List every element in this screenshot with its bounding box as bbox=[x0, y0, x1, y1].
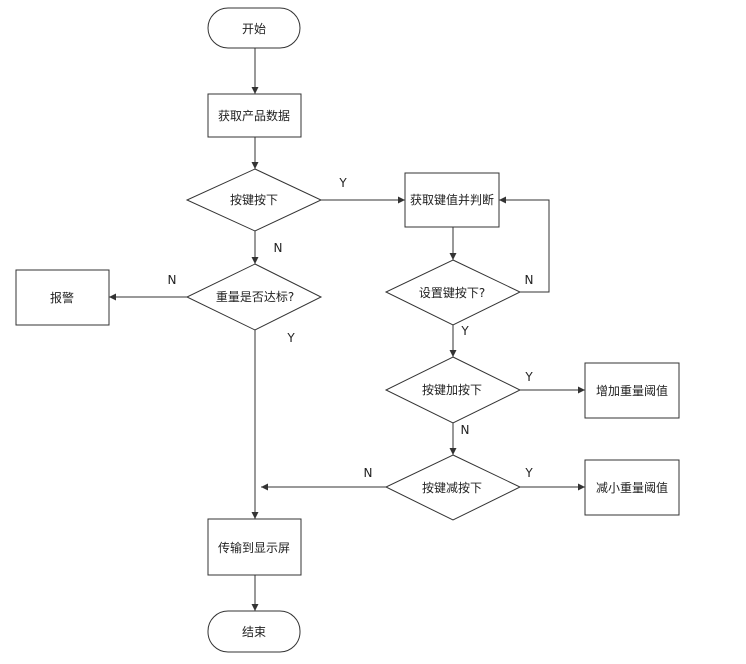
end-label: 结束 bbox=[242, 625, 266, 639]
weight-ok-diamond bbox=[185, 263, 323, 331]
dec-threshold-label: 减小重量阈值 bbox=[596, 480, 668, 495]
end-terminal bbox=[207, 610, 301, 653]
get-key-label: 获取键值并判断 bbox=[410, 192, 494, 207]
sub-key-no-label: N bbox=[364, 466, 373, 480]
add-key-label: 按键加按下 bbox=[422, 383, 482, 397]
weight-ok-no-label: N bbox=[168, 273, 177, 287]
transmit-label: 传输到显示屏 bbox=[218, 540, 290, 555]
start-label: 开始 bbox=[242, 22, 266, 36]
sub-key-label: 按键减按下 bbox=[422, 481, 482, 495]
sub-key-yes-label: Y bbox=[524, 466, 533, 480]
add-key-diamond bbox=[384, 356, 522, 424]
inc-threshold-box bbox=[584, 362, 680, 419]
inc-threshold-label: 增加重量阈值 bbox=[596, 383, 668, 398]
set-key-no-label: N bbox=[525, 273, 534, 287]
edge-set-key-loop-back bbox=[499, 196, 550, 293]
get-key-box bbox=[404, 172, 500, 228]
add-key-no-label: N bbox=[461, 423, 470, 437]
key-pressed-diamond bbox=[185, 168, 323, 232]
weight-ok-label: 重量是否达标? bbox=[216, 290, 294, 304]
key-pressed-label: 按键按下 bbox=[230, 193, 278, 207]
key-pressed-no-label: N bbox=[274, 241, 283, 255]
transmit-box bbox=[207, 518, 302, 576]
sub-key-diamond bbox=[384, 454, 522, 521]
set-key-label: 设置键按下? bbox=[419, 286, 485, 300]
set-key-yes-label: Y bbox=[460, 324, 469, 338]
start-terminal bbox=[207, 7, 301, 49]
weight-ok-yes-label: Y bbox=[286, 331, 295, 345]
set-key-diamond bbox=[384, 259, 522, 326]
get-data-label: 获取产品数据 bbox=[218, 108, 290, 123]
add-key-yes-label: Y bbox=[524, 370, 533, 384]
key-pressed-yes-label: Y bbox=[338, 176, 347, 190]
alarm-box bbox=[15, 269, 110, 326]
get-data-box bbox=[207, 93, 302, 138]
dec-threshold-box bbox=[584, 459, 680, 516]
alarm-label: 报警 bbox=[50, 290, 74, 305]
